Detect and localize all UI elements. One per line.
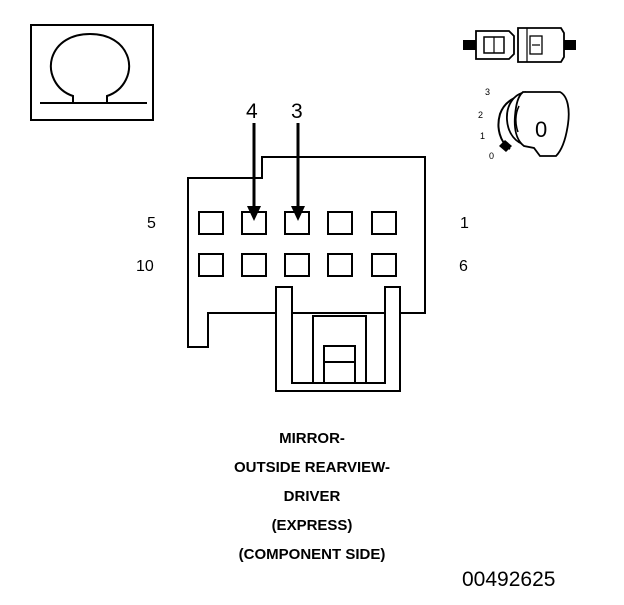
caption-line-1: MIRROR- [279,430,345,447]
caption-line-3: DRIVER [283,488,341,505]
pin-row-2 [198,253,397,277]
caption-line-5: (COMPONENT SIDE) [238,546,386,563]
pin-cavity [198,211,224,235]
key-position-0: 0 [489,151,495,161]
pin-label-5: 5 [147,215,156,232]
pin-cavity [327,211,353,235]
key-label: 0 [535,117,548,142]
pin-row-1 [198,211,397,235]
caption-line-2: OUTSIDE REARVIEW- [233,459,391,476]
arrow-label-4: 4 [246,100,258,123]
pin-cavity [371,211,397,235]
connector-housing [187,156,426,392]
pin-label-1: 1 [460,215,469,232]
pin-cavity [241,253,267,277]
key-position-3: 3 [485,87,491,97]
arrow-label-3: 3 [291,100,303,123]
arrow-pin-4 [247,123,261,221]
pin-cavity [198,253,224,277]
pin-cavity [371,253,397,277]
connector-plug-icon [463,27,576,63]
key-position-2: 2 [478,110,484,120]
caption-line-4: (EXPRESS) [271,517,353,534]
pin-cavity [284,253,310,277]
key-position-1: 1 [480,131,486,141]
part-number: 00492625 [462,568,556,591]
omega-icon [30,24,154,121]
pin-label-6: 6 [459,258,468,275]
arrow-pin-3 [291,123,305,221]
pin-label-10: 10 [136,258,154,275]
pin-cavity [327,253,353,277]
ignition-key-icon [497,91,570,157]
